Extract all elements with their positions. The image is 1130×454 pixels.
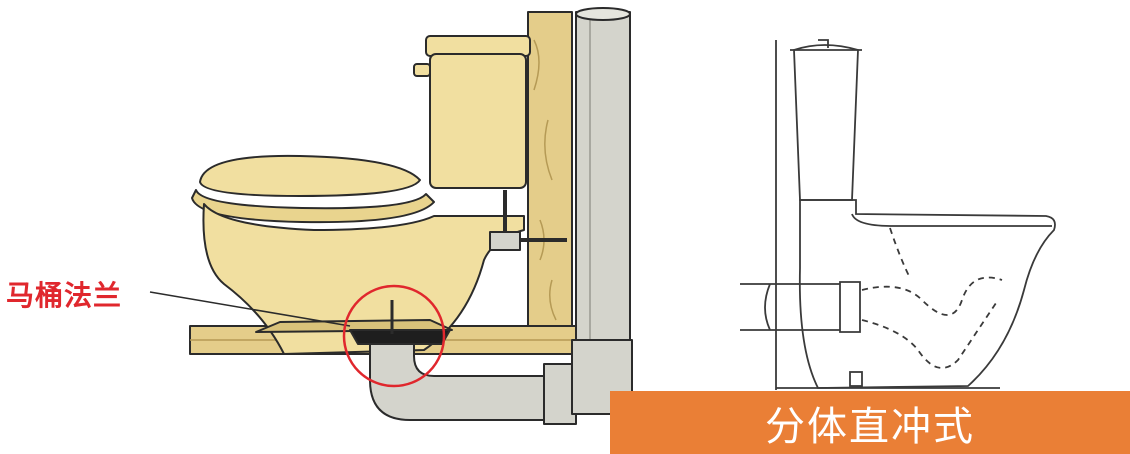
- toilet-tank: [429, 53, 527, 189]
- caption-banner: 分体直冲式: [610, 391, 1130, 454]
- tank-outline: [793, 44, 859, 201]
- toilet-flange: [349, 329, 451, 345]
- close-coupled-toilet-line-drawing: [740, 39, 1056, 390]
- seat-line: [851, 213, 1052, 227]
- vertical-stack-pipe: [575, 11, 631, 345]
- drain-elbow: [369, 343, 561, 421]
- caption-text: 分体直冲式: [765, 403, 975, 450]
- toilet-bowl: [202, 203, 525, 355]
- toilet-seat-lid: [199, 154, 421, 197]
- tank-lid-outline: [790, 39, 862, 51]
- drain-pipe: [740, 281, 861, 333]
- floor-bolt: [849, 371, 863, 387]
- callout-circle: [342, 284, 446, 388]
- flush-handle: [413, 63, 431, 77]
- trapway-dashed: [861, 227, 1003, 369]
- callout-leader-line: [149, 291, 351, 327]
- bowl-outline: [798, 199, 1056, 389]
- two-piece-toilet-installation-illustration: [189, 7, 633, 425]
- flange-callout-label: 马桶法兰: [6, 279, 123, 312]
